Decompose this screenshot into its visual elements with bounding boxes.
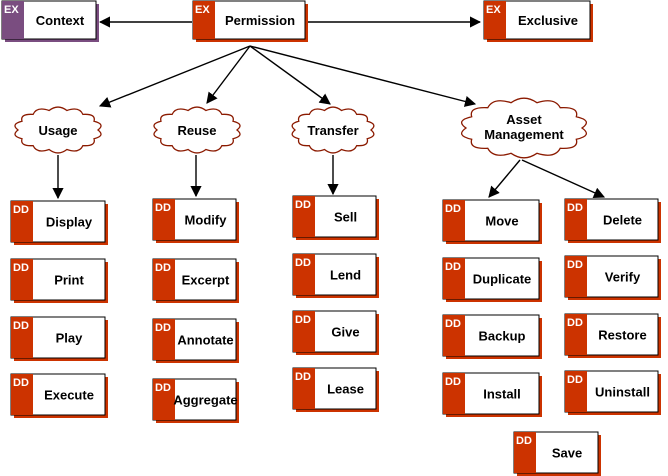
node-lend: DD Lend (292, 253, 379, 298)
node-install-tag: DD (445, 376, 461, 388)
node-install-label: Install (483, 387, 521, 402)
node-play-tag: DD (13, 320, 29, 332)
node-verify-tag: DD (567, 259, 583, 271)
exclusive-node-tag: EX (486, 4, 501, 16)
node-excerpt-tag: DD (155, 262, 171, 274)
exclusive-node: EX Exclusive (483, 0, 593, 42)
node-display: DD Display (10, 200, 108, 245)
node-duplicate-tag: DD (445, 261, 461, 273)
permission-node-tag: EX (195, 4, 210, 16)
usage-label: Usage (38, 123, 77, 138)
node-give: DD Give (292, 310, 379, 355)
context-node-tag: EX (4, 4, 19, 16)
node-give-tag: DD (295, 314, 311, 326)
node-restore-label: Restore (598, 328, 646, 343)
node-uninstall-tag: DD (567, 374, 583, 386)
cloud-usage (14, 106, 102, 154)
node-delete-tag: DD (567, 202, 583, 214)
node-modify-label: Modify (185, 213, 228, 228)
cloud-transfer (291, 106, 375, 154)
node-lease: DD Lease (292, 367, 379, 412)
node-save: DD Save (513, 431, 601, 476)
node-sell-tag: DD (295, 199, 311, 211)
node-annotate-label: Annotate (177, 333, 233, 348)
edge-asset-move (488, 159, 521, 198)
node-delete-label: Delete (603, 213, 642, 228)
node-verify-label: Verify (605, 270, 641, 285)
node-modify-tag: DD (155, 202, 171, 214)
node-lease-tag: DD (295, 371, 311, 383)
node-lease-label: Lease (327, 382, 364, 397)
node-save-label: Save (552, 446, 582, 461)
cloud-asset-management (461, 97, 587, 159)
node-uninstall: DD Uninstall (564, 370, 661, 415)
node-verify: DD Verify (564, 255, 661, 300)
node-save-tag: DD (516, 435, 532, 447)
node-restore: DD Restore (564, 313, 661, 358)
node-install: DD Install (442, 372, 542, 417)
node-print: DD Print (10, 258, 108, 303)
node-display-label: Display (46, 215, 93, 230)
node-annotate: DD Annotate (152, 318, 239, 363)
context-node-label: Context (36, 13, 85, 28)
node-display-tag: DD (13, 204, 29, 216)
node-modify: DD Modify (152, 198, 239, 243)
permission-node-label: Permission (225, 13, 295, 28)
node-excerpt: DD Excerpt (152, 258, 239, 303)
node-sell-label: Sell (334, 210, 357, 225)
node-lend-tag: DD (295, 257, 311, 269)
node-move-label: Move (485, 214, 518, 229)
node-execute-tag: DD (13, 377, 29, 389)
asset-label-line2: Management (484, 127, 564, 142)
node-print-label: Print (54, 273, 84, 288)
node-play: DD Play (10, 316, 108, 361)
node-delete: DD Delete (564, 198, 661, 243)
node-backup-label: Backup (479, 329, 526, 344)
node-duplicate: DD Duplicate (442, 257, 542, 302)
node-print-tag: DD (13, 262, 29, 274)
edge-permission-reuse (206, 45, 251, 104)
node-execute: DD Execute (10, 373, 108, 418)
exclusive-node-label: Exclusive (518, 13, 578, 28)
node-excerpt-label: Excerpt (182, 273, 230, 288)
transfer-label: Transfer (307, 123, 358, 138)
node-play-label: Play (56, 331, 84, 346)
edge-permission-asset (249, 45, 477, 107)
node-backup: DD Backup (442, 314, 542, 359)
node-annotate-tag: DD (155, 322, 171, 334)
node-move: DD Move (442, 199, 542, 244)
node-lend-label: Lend (330, 268, 361, 283)
node-give-label: Give (331, 325, 359, 340)
node-restore-tag: DD (567, 317, 583, 329)
node-sell: DD Sell (292, 195, 379, 240)
permission-node: EX Permission (192, 0, 308, 42)
node-backup-tag: DD (445, 318, 461, 330)
cloud-reuse (153, 106, 241, 154)
connector-lines (52, 16, 606, 200)
node-move-tag: DD (445, 203, 461, 215)
node-execute-label: Execute (44, 388, 94, 403)
reuse-label: Reuse (177, 123, 216, 138)
node-uninstall-label: Uninstall (595, 385, 650, 400)
context-node: EX Context (1, 0, 99, 42)
node-aggregate-tag: DD (155, 382, 171, 394)
asset-label-line1: Asset (506, 112, 542, 127)
node-duplicate-label: Duplicate (473, 272, 532, 287)
node-aggregate-label: Aggregate (173, 393, 237, 408)
edge-permission-usage (98, 45, 251, 108)
edge-asset-delete (521, 159, 606, 198)
edge-permission-transfer (249, 45, 331, 105)
